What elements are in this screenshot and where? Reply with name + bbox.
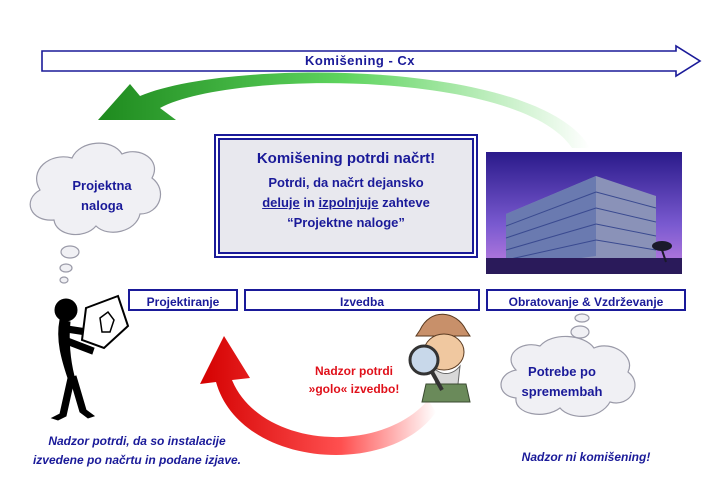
inspector-figure (408, 313, 471, 403)
bottom-left-line-1: Nadzor potrdi, da so instalacije (48, 434, 226, 448)
underline-izpolnjuje: izpolnjuje (318, 195, 379, 210)
phase-operation: Obratovanje & Vzdrževanje (486, 289, 686, 311)
red-note: Nadzor potrdi »golo« izvedbo! (292, 362, 416, 398)
description-line-3: “Projektne naloge” (287, 215, 405, 230)
green-feedback-arrow (98, 72, 590, 148)
cloud-right (500, 313, 636, 417)
timeline-arrow (41, 44, 702, 78)
bottom-right-note: Nadzor ni komišening! (521, 450, 651, 464)
underline-deluje: deluje (262, 195, 300, 210)
red-note-line-1: Nadzor potrdi (315, 364, 393, 378)
phase-construction: Izvedba (244, 289, 480, 311)
timeline-label: Komišening - Cx (304, 53, 416, 68)
word-in: in (299, 195, 319, 210)
cloud-left-line-1: Projektna (72, 178, 132, 193)
cloud-left-text: Projektna naloga (52, 176, 152, 216)
phase-design: Projektiranje (128, 289, 238, 311)
stick-figure-with-plan (50, 294, 130, 421)
red-note-line-2: »golo« izvedbo! (308, 382, 400, 396)
cloud-left-line-2: naloga (81, 198, 123, 213)
word-zahteve: zahteve (378, 195, 430, 210)
description-line-2: deluje in izpolnjuje zahteve (220, 193, 472, 213)
bottom-left-line-2: izvedene po načrtu in podane izjave. (32, 453, 242, 467)
commissioning-description: Potrdi, da načrt dejansko deluje in izpo… (220, 173, 472, 233)
red-feedback-arrow (200, 336, 436, 455)
description-line-1: Potrdi, da načrt dejansko (268, 175, 424, 190)
cloud-left (29, 142, 162, 284)
commissioning-title: Komišening potrdi načrt! (256, 150, 436, 167)
cloud-right-line-2: spremembah (521, 384, 603, 399)
cloud-right-line-1: Potrebe po (528, 364, 596, 379)
bottom-left-note: Nadzor potrdi, da so instalacije izveden… (6, 432, 268, 470)
commissioning-box: Komišening potrdi načrt! Potrdi, da načr… (218, 138, 474, 254)
building-image (486, 152, 682, 274)
cloud-right-text: Potrebe po spremembah (512, 362, 612, 402)
